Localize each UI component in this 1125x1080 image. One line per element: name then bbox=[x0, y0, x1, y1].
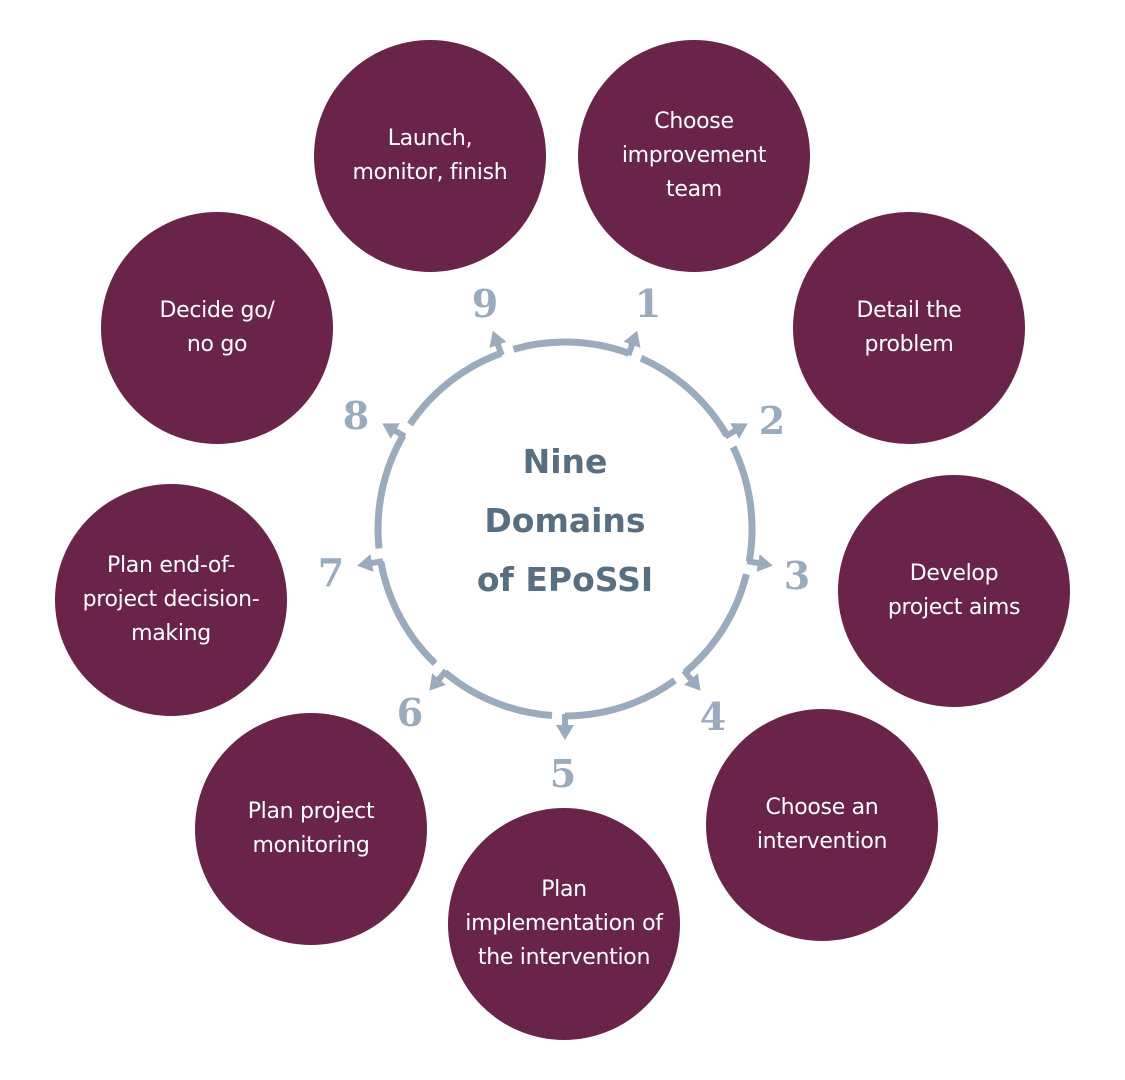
arrow-head-icon bbox=[429, 673, 446, 691]
domain-circle-8: Decide go/ no go bbox=[101, 212, 333, 444]
domain-circle-9: Launch, monitor, finish bbox=[314, 40, 546, 272]
ring-segment bbox=[564, 677, 677, 720]
center-title: Nine Domains of EPoSSI bbox=[476, 442, 654, 599]
arrow-stem bbox=[370, 558, 384, 567]
step-number-7: 7 bbox=[317, 549, 345, 595]
domain-label: Plan implementation of the intervention bbox=[465, 877, 663, 970]
domain-label: Choose improvement team bbox=[621, 109, 767, 202]
arrow-stem bbox=[681, 668, 694, 682]
domain-label: Plan end-of- project decision- making bbox=[82, 553, 260, 646]
ring-segment bbox=[639, 355, 730, 438]
ring-segment bbox=[407, 350, 503, 427]
step-number-4: 4 bbox=[699, 693, 727, 739]
arrow-stem bbox=[723, 427, 738, 440]
arrow-head-icon bbox=[684, 673, 701, 691]
ring-segment bbox=[377, 560, 438, 667]
domain-label: Develop project aims bbox=[887, 561, 1021, 620]
arrow-stem bbox=[625, 342, 636, 357]
step-number-8: 8 bbox=[342, 392, 370, 438]
arrow-head-icon bbox=[730, 423, 748, 439]
domain-label: Decide go/ no go bbox=[159, 298, 275, 357]
arrow-stem bbox=[436, 668, 449, 682]
arrow-head-icon bbox=[556, 725, 574, 740]
domain-label: Launch, monitor, finish bbox=[352, 126, 508, 185]
arrow-stem bbox=[746, 558, 760, 567]
domain-label: Choose an intervention bbox=[756, 795, 888, 854]
ring-segment bbox=[374, 433, 407, 549]
ring-segment bbox=[512, 338, 631, 357]
step-number-3: 3 bbox=[783, 552, 811, 598]
arrow-head-icon bbox=[489, 330, 507, 348]
ring-segment bbox=[442, 669, 553, 719]
domain-circle-6: Plan project monitoring bbox=[195, 713, 427, 945]
domain-circle-5: Plan implementation of the intervention bbox=[448, 808, 680, 1040]
arrow-head-icon bbox=[382, 423, 400, 439]
domain-circle-4: Choose an intervention bbox=[706, 709, 938, 941]
domain-circle-3: Develop project aims bbox=[838, 475, 1070, 707]
domain-circle-2: Detail the problem bbox=[793, 212, 1025, 444]
arrow-stem bbox=[494, 342, 505, 357]
ring-segment bbox=[682, 573, 750, 675]
step-number-6: 6 bbox=[396, 689, 424, 735]
ring-segment bbox=[729, 445, 756, 563]
domain-label: Plan project monitoring bbox=[247, 799, 375, 858]
step-number-2: 2 bbox=[758, 397, 786, 443]
arrow-head-icon bbox=[357, 554, 374, 572]
domain-label: Detail the problem bbox=[856, 298, 962, 357]
arrow-head-icon bbox=[756, 554, 773, 572]
domain-circle-1: Choose improvement team bbox=[578, 40, 810, 272]
arrow-stem bbox=[392, 427, 407, 440]
step-number-9: 9 bbox=[471, 280, 499, 326]
arrow-head-icon bbox=[623, 330, 641, 348]
domain-circle-7: Plan end-of- project decision- making bbox=[55, 484, 287, 716]
step-number-5: 5 bbox=[549, 750, 577, 796]
step-number-1: 1 bbox=[634, 280, 662, 326]
